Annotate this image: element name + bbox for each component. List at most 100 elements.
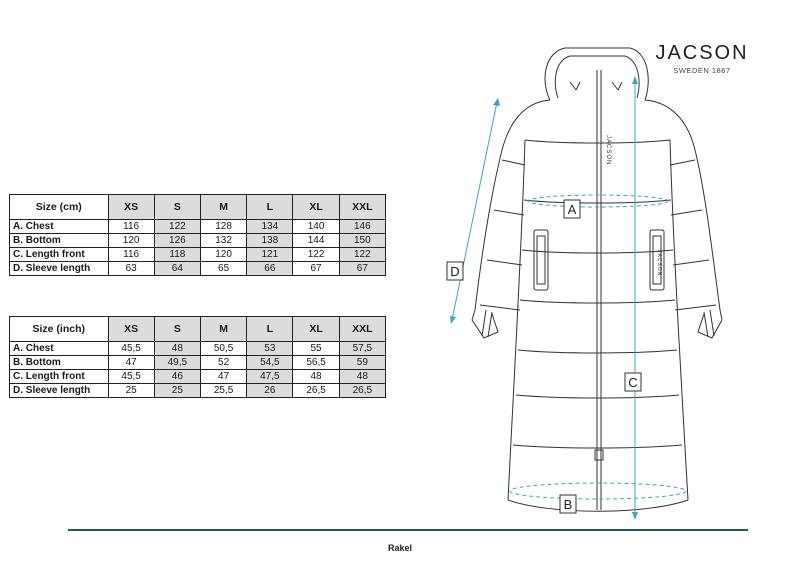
table-cell: 63 [107, 261, 155, 276]
table-cell: 25 [153, 383, 201, 398]
brand-name: JACSON [655, 42, 749, 64]
table-row: A. Chest 45,5 48 50,5 53 55 57,5 [9, 341, 387, 356]
table-header-size: XS [107, 194, 155, 220]
table-cell: 46 [153, 369, 201, 384]
table-header-size: XL [292, 316, 340, 342]
measure-label-a: A [563, 199, 581, 219]
table-header-size: M [199, 194, 248, 220]
table-cell: 47,5 [246, 369, 294, 384]
measure-bottom-line [509, 482, 687, 500]
table-cell: 120 [199, 247, 248, 262]
row-label: A. Chest [9, 219, 109, 234]
brand-tagline: SWEDEN 1867 [673, 66, 731, 75]
table-cell: 66 [246, 261, 294, 276]
measure-label-d: D [446, 261, 464, 281]
table-cell: 138 [246, 233, 294, 248]
table-cell: 52 [199, 355, 248, 370]
row-label: C. Length front [9, 247, 109, 262]
table-cell: 116 [107, 247, 155, 262]
measure-label-c: C [624, 372, 642, 392]
table-header-size: S [153, 194, 201, 220]
table-row: C. Length front 116 118 120 121 122 122 [9, 247, 387, 262]
table-cell: 65 [199, 261, 248, 276]
product-name: Rakel [387, 543, 413, 553]
table-cell: 134 [246, 219, 294, 234]
table-header-row: Size (inch) XS S M L XL XXL [9, 316, 387, 342]
table-cell: 57,5 [338, 341, 387, 356]
row-label: A. Chest [9, 341, 109, 356]
measure-label-b: B [559, 494, 577, 514]
row-label: C. Length front [9, 369, 109, 384]
table-cell: 48 [338, 369, 387, 384]
table-cell: 118 [153, 247, 201, 262]
table-cell: 144 [292, 233, 340, 248]
row-label: D. Sleeve length [9, 261, 109, 276]
table-cell: 26 [246, 383, 294, 398]
table-row: C. Length front 45,5 46 47 47,5 48 48 [9, 369, 387, 384]
table-header-label: Size (inch) [9, 316, 109, 342]
table-cell: 53 [246, 341, 294, 356]
table-row: A. Chest 116 122 128 134 140 146 [9, 219, 387, 234]
table-header-size: M [199, 316, 248, 342]
table-cell: 45,5 [107, 369, 155, 384]
table-cell: 67 [292, 261, 340, 276]
coat-pocket-text: JACSON [656, 250, 662, 276]
table-cell: 55 [292, 341, 340, 356]
row-label: B. Bottom [9, 233, 109, 248]
table-cell: 49,5 [153, 355, 201, 370]
table-cell: 26,5 [292, 383, 340, 398]
table-row: D. Sleeve length 25 25 25,5 26 26,5 26,5 [9, 383, 387, 398]
table-cell: 122 [338, 247, 387, 262]
table-cell: 146 [338, 219, 387, 234]
table-header-size: XXL [338, 194, 387, 220]
footer-divider [68, 529, 748, 531]
table-cell: 48 [292, 369, 340, 384]
table-header-size: XL [292, 194, 340, 220]
coat-zipper-text: JACSON [605, 135, 611, 165]
table-header-size: XXL [338, 316, 387, 342]
table-cell: 67 [338, 261, 387, 276]
brand-logo: JACSON SWEDEN 1867 [647, 42, 757, 75]
table-header-size: S [153, 316, 201, 342]
table-cell: 126 [153, 233, 201, 248]
table-row: D. Sleeve length 63 64 65 66 67 67 [9, 261, 387, 276]
table-cell: 48 [153, 341, 201, 356]
row-label: D. Sleeve length [9, 383, 109, 398]
table-header-size: L [246, 194, 294, 220]
table-cell: 150 [338, 233, 387, 248]
table-cell: 121 [246, 247, 294, 262]
table-cell: 47 [199, 369, 248, 384]
svg-text:B: B [564, 497, 573, 512]
size-table-cm: Size (cm) XS S M L XL XXL A. Chest 116 1… [9, 194, 387, 276]
table-cell: 59 [338, 355, 387, 370]
coat-illustration: JACSON JACSON A B C D [446, 47, 723, 520]
table-cell: 25,5 [199, 383, 248, 398]
table-cell: 122 [292, 247, 340, 262]
table-cell: 26,5 [338, 383, 387, 398]
table-cell: 116 [107, 219, 155, 234]
table-cell: 25 [107, 383, 155, 398]
table-cell: 122 [153, 219, 201, 234]
svg-text:A: A [568, 202, 577, 217]
table-header-label: Size (cm) [9, 194, 109, 220]
table-cell: 64 [153, 261, 201, 276]
measure-sleeve-line [451, 101, 498, 321]
table-header-size: L [246, 316, 294, 342]
table-header-row: Size (cm) XS S M L XL XXL [9, 194, 387, 220]
table-cell: 45,5 [107, 341, 155, 356]
row-label: B. Bottom [9, 355, 109, 370]
table-cell: 132 [199, 233, 248, 248]
svg-text:C: C [628, 375, 637, 390]
table-cell: 128 [199, 219, 248, 234]
measure-chest-line [527, 194, 669, 208]
size-table-inch: Size (inch) XS S M L XL XXL A. Chest 45,… [9, 316, 387, 398]
table-cell: 140 [292, 219, 340, 234]
table-cell: 120 [107, 233, 155, 248]
table-row: B. Bottom 120 126 132 138 144 150 [9, 233, 387, 248]
table-cell: 54,5 [246, 355, 294, 370]
table-row: B. Bottom 47 49,5 52 54,5 56,5 59 [9, 355, 387, 370]
table-cell: 50,5 [199, 341, 248, 356]
svg-text:D: D [450, 264, 459, 279]
table-cell: 56,5 [292, 355, 340, 370]
table-cell: 47 [107, 355, 155, 370]
